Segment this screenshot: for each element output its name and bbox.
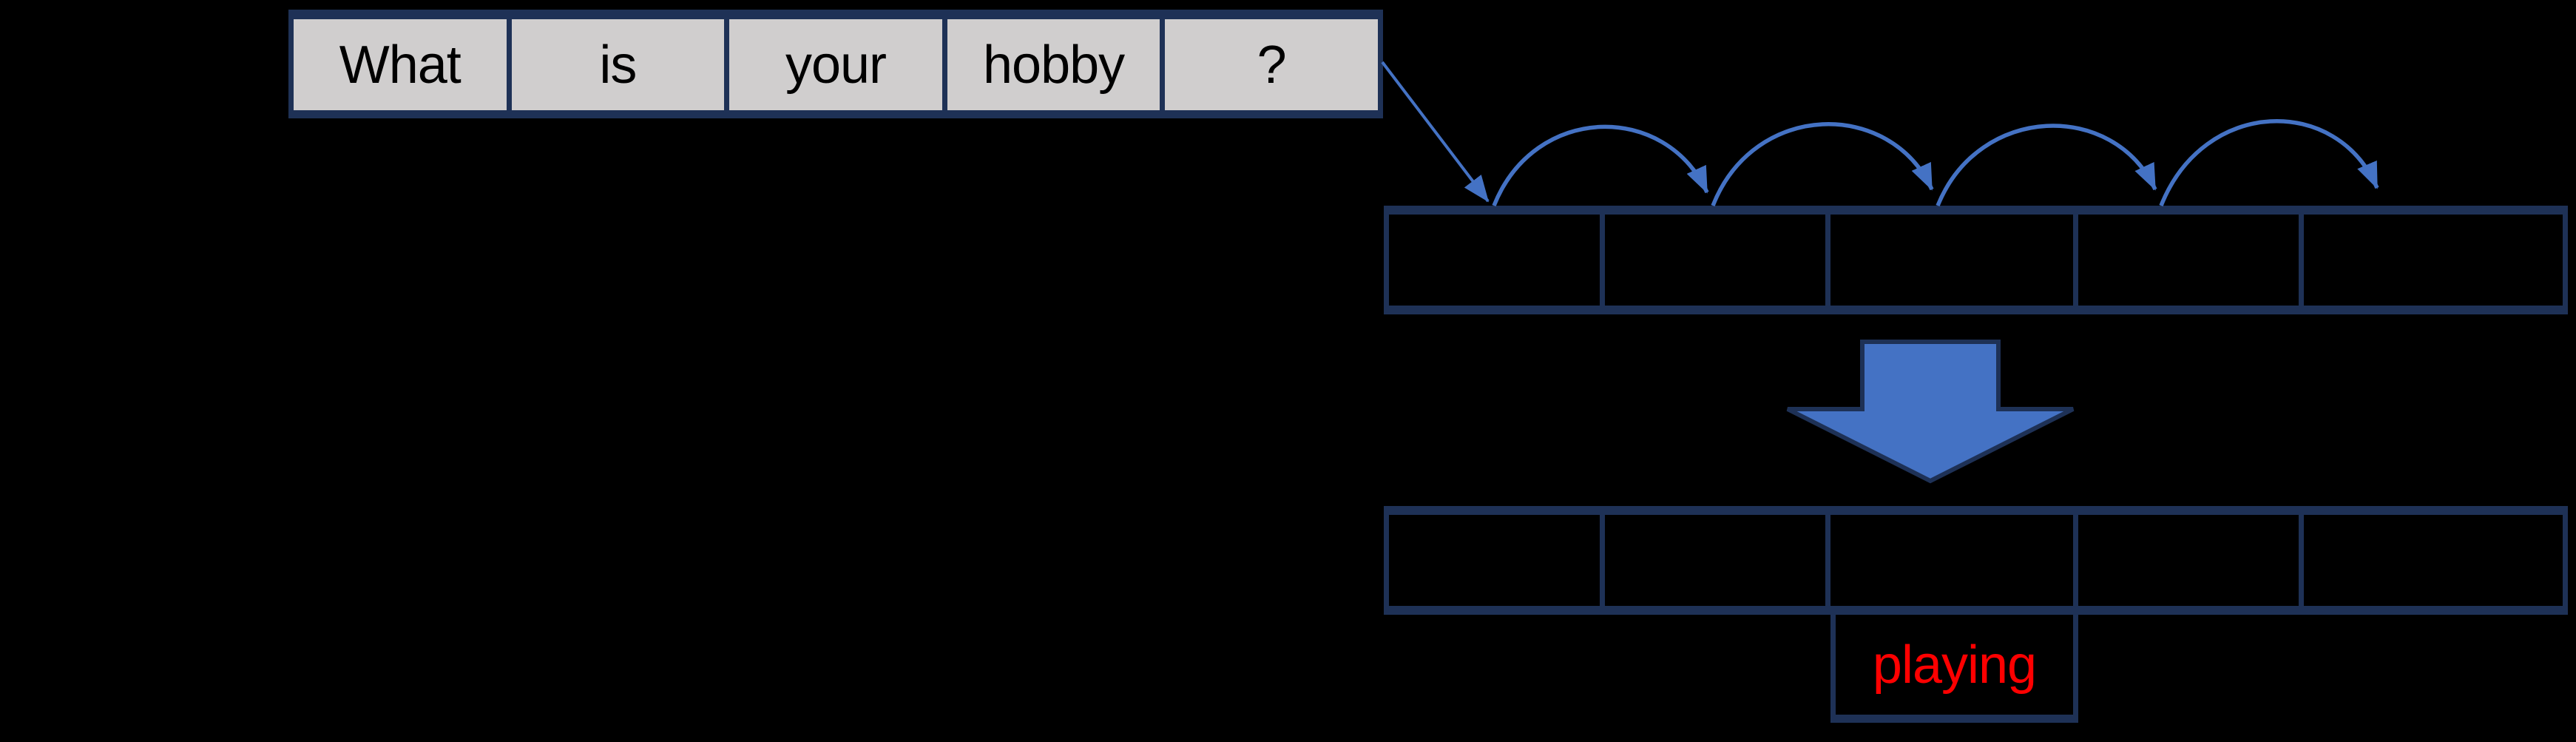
token-cell-3 (1830, 215, 2078, 306)
sentence-word-5: ? (1257, 35, 1287, 95)
sentence-word-3: your (785, 35, 887, 95)
sentence-word-1: What (339, 35, 462, 95)
answer-label: playing (1872, 635, 2037, 695)
answer-box: playing (1830, 615, 2078, 723)
sentence-word-4: hobby (982, 35, 1125, 95)
output-cell-2 (1605, 515, 1830, 606)
sentence-cell-5: ? (1165, 19, 1378, 110)
sentence-table: What is your hobby ? (288, 10, 1383, 118)
hop-arc-icon-2 (1711, 122, 1934, 207)
sentence-cell-2: is (511, 19, 730, 110)
big-down-arrow-icon (1786, 340, 2075, 484)
hop-arc-icon-4 (2159, 119, 2379, 207)
output-cell-4 (2078, 515, 2304, 606)
sentence-word-2: is (599, 35, 637, 95)
token-table (1384, 206, 2568, 314)
sentence-cell-1: What (294, 19, 512, 110)
output-cell-5 (2304, 515, 2563, 606)
sentence-cell-3: your (729, 19, 947, 110)
token-cell-5 (2304, 215, 2563, 306)
hop-arc-icon-3 (1936, 124, 2157, 207)
hop-arc-icon-1 (1492, 124, 1709, 207)
output-table (1384, 506, 2568, 615)
sentence-to-token-arrow-icon (1381, 61, 1490, 203)
token-cell-1 (1389, 215, 1605, 306)
output-cell-1 (1389, 515, 1605, 606)
token-cell-4 (2078, 215, 2304, 306)
sentence-cell-4: hobby (947, 19, 1166, 110)
token-cell-2 (1605, 215, 1830, 306)
output-cell-3 (1830, 515, 2078, 606)
